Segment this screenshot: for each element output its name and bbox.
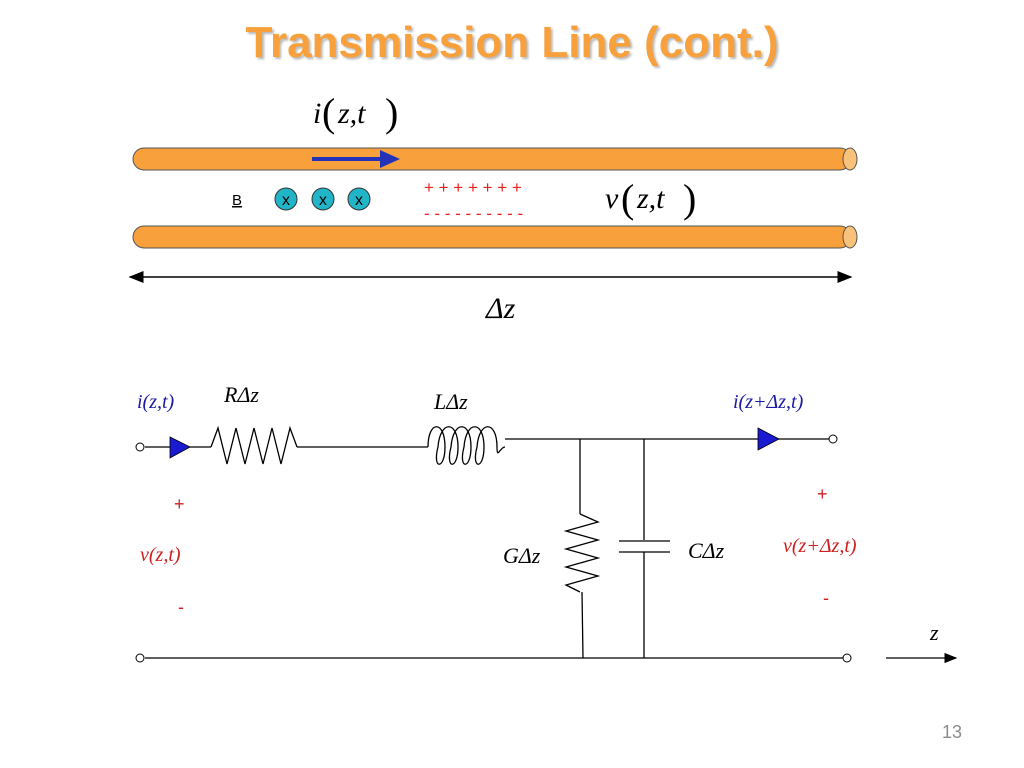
svg-text:x: x — [282, 192, 290, 209]
field-mark-1: x — [274, 187, 298, 211]
field-mark-2: x — [311, 187, 335, 211]
slide-number: 13 — [941, 722, 962, 742]
input-terminal-bottom — [135, 653, 145, 663]
input-voltage-label: v(z,t) — [140, 544, 181, 566]
paren-close: ) — [385, 90, 398, 135]
output-terminal-top — [828, 434, 838, 444]
length-label: Δz — [485, 292, 516, 325]
svg-text:z,t: z,t — [337, 97, 366, 130]
conductance-symbol — [563, 513, 601, 593]
negative-charges: - - - - - - - - - - — [424, 204, 523, 223]
slide-title: Transmission Line (cont.) — [245, 18, 779, 67]
z-axis-label: z — [929, 620, 939, 645]
output-current-arrowhead — [757, 427, 780, 451]
inductor-symbol — [427, 426, 506, 465]
resistor-label: RΔz — [223, 382, 259, 407]
output-terminal-bottom — [842, 653, 852, 663]
field-label: B — [232, 192, 242, 209]
output-voltage-minus: - — [823, 588, 829, 608]
upper-conductor — [132, 147, 858, 171]
capacitor-label: CΔz — [688, 538, 725, 563]
current-label-top: i ( z,t ) — [313, 90, 398, 135]
output-voltage-label: v(z+Δz,t) — [783, 535, 857, 557]
inductor-label: LΔz — [433, 389, 468, 414]
input-current-arrowhead — [169, 436, 191, 459]
svg-text:x: x — [355, 192, 363, 209]
output-voltage-plus: + — [817, 484, 828, 504]
paren-open: ( — [322, 90, 335, 135]
input-voltage-minus: - — [178, 597, 184, 617]
resistor-symbol — [210, 425, 298, 465]
input-current-label: i(z,t) — [137, 391, 175, 413]
paren-open: ( — [621, 176, 634, 221]
lower-conductor — [132, 225, 858, 249]
conductance-label: GΔz — [503, 543, 541, 568]
svg-text:x: x — [319, 192, 327, 209]
input-voltage-plus: + — [174, 494, 185, 514]
svg-text:v: v — [605, 182, 619, 215]
field-mark-3: x — [347, 187, 371, 211]
svg-text:i: i — [313, 97, 321, 130]
svg-text:z,t: z,t — [636, 182, 665, 215]
input-terminal-top — [135, 442, 145, 452]
positive-charges: + + + + + + + — [424, 178, 522, 197]
circuit — [145, 425, 843, 659]
voltage-label-top: v ( z,t ) — [605, 176, 696, 221]
current-arrow — [312, 150, 400, 168]
output-current-label: i(z+Δz,t) — [733, 391, 804, 413]
paren-close: ) — [683, 176, 696, 221]
